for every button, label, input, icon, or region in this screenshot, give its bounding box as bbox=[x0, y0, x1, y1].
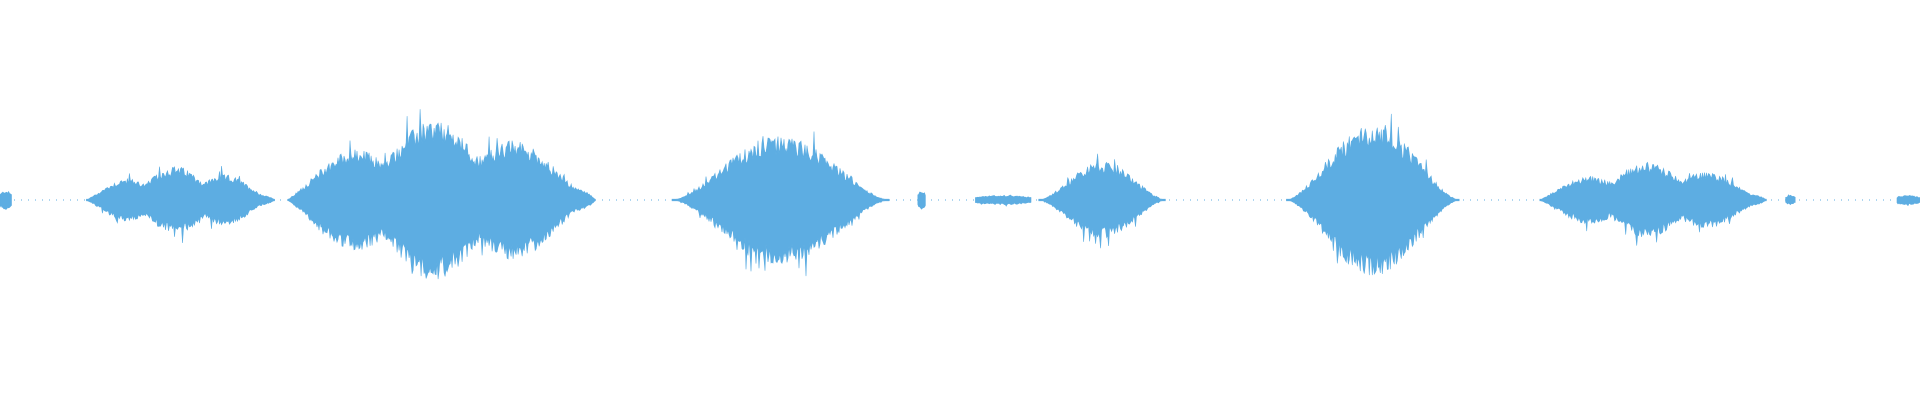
waveform-burst-10 bbox=[1785, 194, 1796, 206]
waveform-burst-11 bbox=[1896, 194, 1920, 207]
waveform-burst-9 bbox=[1539, 161, 1767, 246]
waveform-burst-6 bbox=[975, 194, 1032, 207]
waveform-burst-7 bbox=[1038, 153, 1166, 249]
waveform-burst-3 bbox=[287, 109, 596, 280]
waveform-burst-4 bbox=[671, 131, 890, 277]
waveform-burst-1 bbox=[0, 190, 12, 210]
waveform-burst-2 bbox=[86, 165, 275, 244]
waveform-burst-8 bbox=[1286, 113, 1460, 276]
waveform-burst-5 bbox=[917, 191, 926, 210]
